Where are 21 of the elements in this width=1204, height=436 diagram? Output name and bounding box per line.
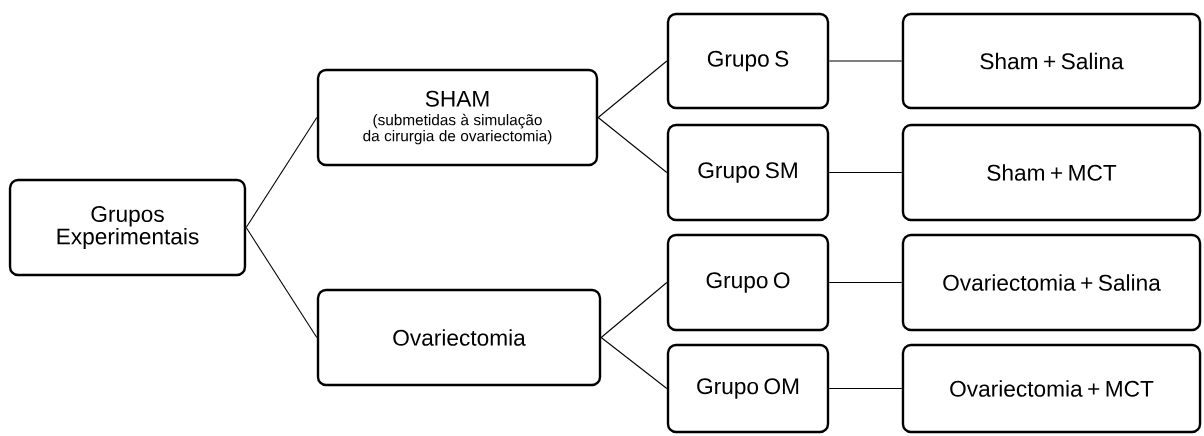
group-box: SHAM (submetidas à simulação da cirurgia de ovariectomia) [316, 68, 599, 167]
label-box: Sham + Salina [901, 12, 1202, 110]
connector-line [597, 116, 668, 174]
subgroup-box: Grupo SM [666, 123, 830, 222]
subgroup-box: Grupo OM [666, 343, 830, 434]
connector-line [828, 281, 903, 284]
connector-line [597, 60, 668, 119]
group-box: Ovariectomia [316, 288, 602, 387]
connector-line [828, 387, 903, 390]
subgroup-box: Grupo O [666, 233, 830, 332]
connector-line [600, 281, 668, 339]
connector-line [245, 226, 318, 339]
label-box: Sham + MCT [901, 123, 1202, 222]
connector-line [600, 336, 668, 390]
connector-line [828, 171, 903, 174]
label-box: Ovariectomia + MCT [901, 343, 1202, 434]
root-box: Grupos Experimentais [8, 178, 247, 277]
subgroup-box: Grupo S [666, 12, 830, 110]
connector-line [828, 60, 903, 62]
connector-line [245, 116, 318, 229]
label-box: Ovariectomia + Salina [901, 233, 1202, 332]
